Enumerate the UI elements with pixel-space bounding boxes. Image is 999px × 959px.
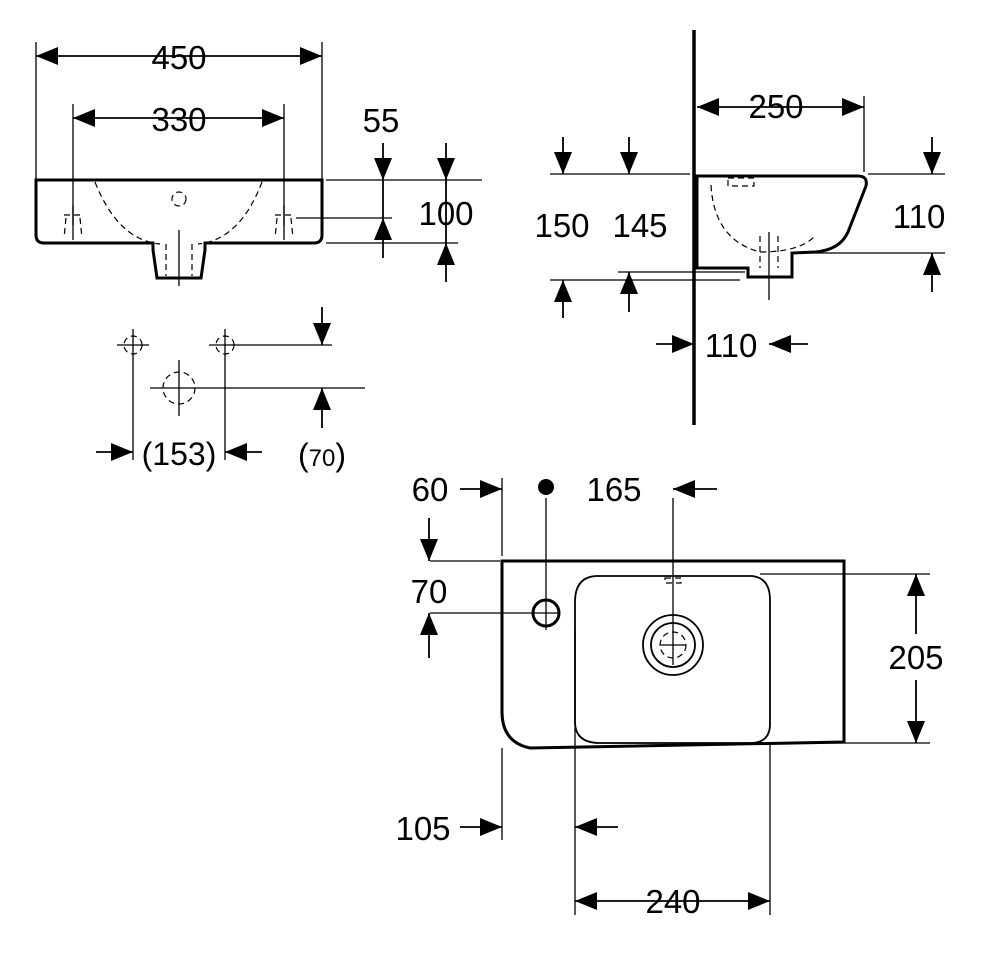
dim-bowl-width: 240 bbox=[645, 883, 700, 920]
dim-projection: 250 bbox=[748, 88, 803, 125]
dim-tap-spacing: 330 bbox=[151, 101, 206, 138]
front-view: 450 330 bbox=[34, 39, 482, 286]
dim-tap-depth: 70 bbox=[411, 573, 448, 610]
dim-height-150: 150 bbox=[534, 207, 589, 244]
basin-bowl-outline bbox=[574, 575, 771, 744]
plan-view: 60 165 70 205 105 240 bbox=[395, 471, 943, 920]
dim-tap-detail-height: (70) bbox=[298, 437, 346, 473]
tap-detail-view: (153) (70) bbox=[96, 307, 365, 473]
dim-waste-offset-plan: 165 bbox=[586, 471, 641, 508]
basin-plan-outline bbox=[500, 559, 846, 750]
dim-bowl-depth: 205 bbox=[888, 639, 943, 676]
dim-height-145: 145 bbox=[612, 207, 667, 244]
dim-tap-detail-spacing: (153) bbox=[142, 436, 217, 472]
basin-front-outline bbox=[34, 178, 324, 280]
tap-marker-left bbox=[63, 205, 83, 239]
tap-center-dot bbox=[538, 479, 554, 495]
side-view: 250 150 145 110 110 bbox=[534, 30, 945, 425]
dim-basin-depth: 100 bbox=[418, 195, 473, 232]
dim-tap-height: 55 bbox=[363, 102, 400, 139]
tap-marker-right bbox=[274, 205, 294, 239]
waste-outlet bbox=[642, 498, 704, 676]
dim-bowl-left-offset: 105 bbox=[395, 810, 450, 847]
dim-tap-offset: 60 bbox=[412, 471, 449, 508]
dim-height-110: 110 bbox=[893, 198, 946, 235]
dim-waste-offset: 110 bbox=[705, 327, 758, 364]
dim-overall-width: 450 bbox=[151, 39, 206, 76]
basin-side-outline bbox=[695, 174, 868, 279]
